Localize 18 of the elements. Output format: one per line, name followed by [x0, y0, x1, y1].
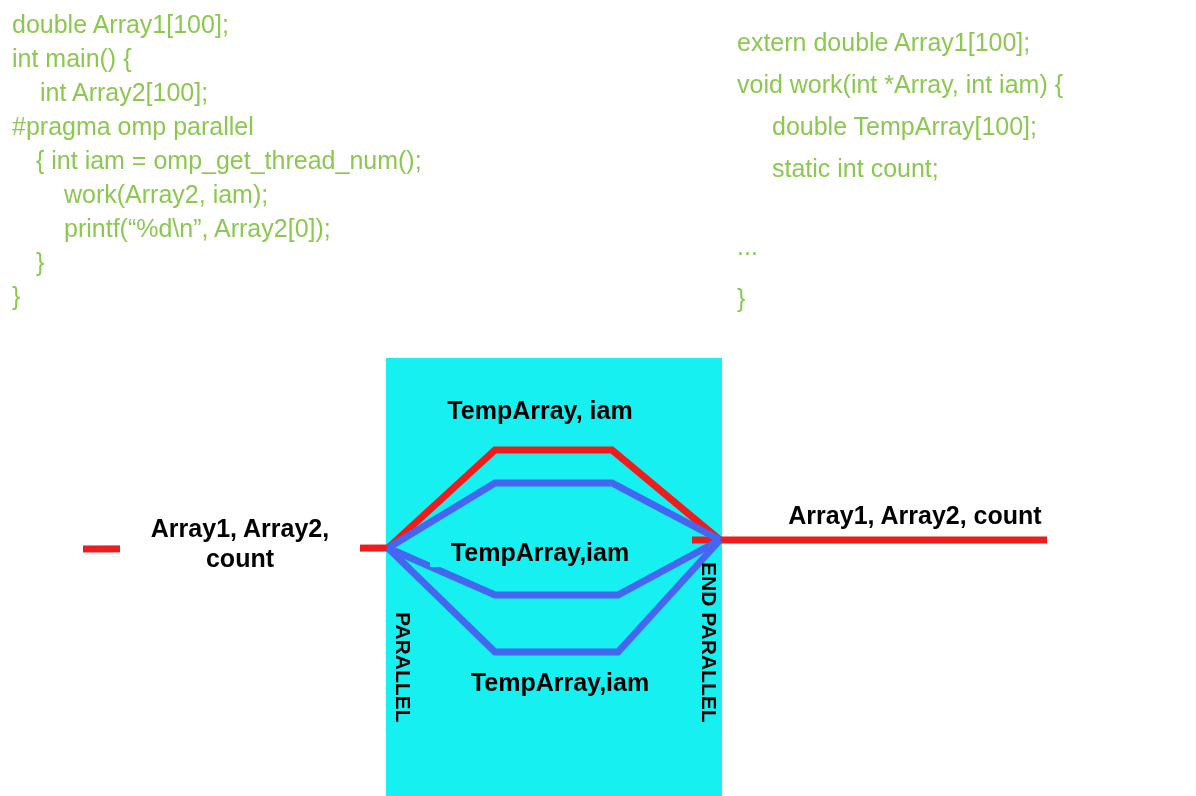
- code-line: { int iam = omp_get_thread_num();: [36, 148, 422, 173]
- thread-line: [385, 537, 723, 656]
- code-line: work(Array2, iam);: [64, 182, 269, 207]
- code-line: int main() {: [12, 46, 132, 71]
- phase-label: PARALLEL: [388, 548, 414, 723]
- code-line: void work(int *Array, int iam) {: [737, 72, 1063, 97]
- code-line: double Array1[100];: [12, 12, 229, 37]
- code-line: }: [737, 286, 746, 311]
- code-line: }: [12, 284, 21, 309]
- code-line: printf(“%d\n”, Array2[0]);: [64, 216, 331, 241]
- code-line: }: [36, 250, 45, 275]
- code-line: ...: [737, 234, 758, 259]
- code-line: int Array2[100];: [40, 80, 209, 105]
- code-line: #pragma omp parallel: [12, 114, 254, 139]
- code-line: extern double Array1[100];: [737, 30, 1031, 55]
- phase-label: END PARALLEL: [692, 540, 720, 723]
- code-line: double TempArray[100];: [772, 114, 1037, 139]
- code-line: static int count;: [772, 156, 939, 181]
